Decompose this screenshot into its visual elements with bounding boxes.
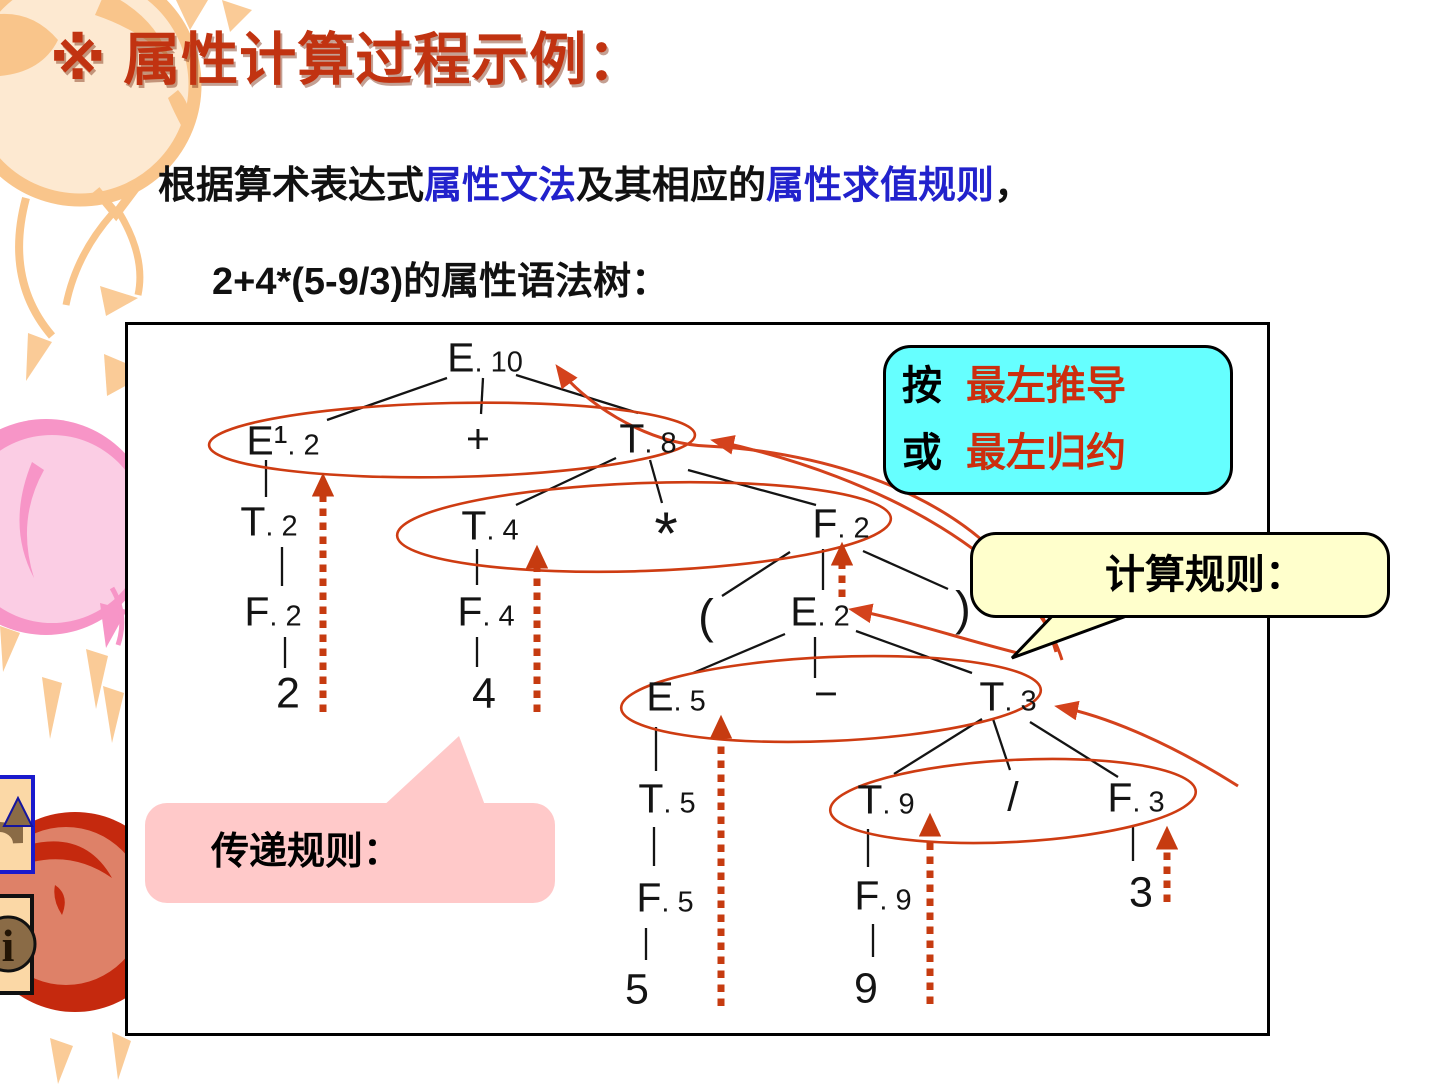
node-T-9: T. 9: [857, 776, 915, 823]
node-T-4: T. 4: [461, 502, 519, 549]
node-leaf-4: 4: [472, 669, 496, 718]
node-F-9: F. 9: [854, 872, 912, 919]
node-F-3: F. 3: [1107, 774, 1165, 821]
derivation-line1: 按最左推导: [902, 364, 1126, 408]
transfer-callout-tail: [381, 736, 486, 808]
sun-rays-decoration: [0, 286, 149, 1084]
compute-rule-callout: 计算规则：: [970, 532, 1390, 618]
node-E-5: E. 5: [646, 673, 706, 720]
reduction-ellipses: [207, 401, 1198, 845]
intro-seg4-highlight: 属性求值规则: [766, 165, 995, 207]
intro-seg5: ，: [994, 165, 1033, 207]
balloon-pink-decoration: [0, 419, 154, 648]
nav-return-button[interactable]: [0, 775, 35, 874]
node-rparen: ): [955, 581, 971, 635]
transfer-rule-arrows: [311, 472, 1179, 1006]
return-arrow-icon: [0, 795, 34, 844]
node-E1-2: E¹. 2: [246, 417, 320, 464]
node-slash: /: [1007, 773, 1019, 820]
node-F-2-upper: F. 2: [812, 500, 870, 547]
node-leaf-9: 9: [854, 964, 878, 1013]
intro-seg3: 及其相应的: [576, 165, 767, 207]
nav-info-button[interactable]: i: [0, 894, 37, 995]
node-leaf-3: 3: [1129, 868, 1153, 917]
intro-seg2-highlight: 属性文法: [424, 165, 577, 207]
derivation-callout: 按最左推导 或最左归约: [883, 345, 1233, 495]
tree-edges: [264, 373, 1135, 960]
transfer-rule-callout: 传递规则：: [145, 803, 555, 903]
node-F-5: F. 5: [636, 874, 694, 921]
node-lparen: (: [698, 589, 714, 643]
intro-seg1: 根据算术表达式: [158, 165, 425, 207]
node-F-4: F. 4: [457, 588, 515, 635]
node-E-2: E. 2: [790, 588, 850, 635]
derivation-line2: 或最左归约: [902, 431, 1126, 475]
node-F-2-left: F. 2: [244, 588, 302, 635]
node-T-5: T. 5: [638, 775, 696, 822]
node-leaf-5: 5: [625, 965, 649, 1014]
expression-subtitle: 2+4*(5-9/3)的属性语法树：: [212, 261, 670, 303]
node-T-3: T. 3: [979, 673, 1037, 720]
node-minus: −: [814, 670, 838, 717]
node-T-8: T. 8: [619, 415, 677, 462]
node-star: *: [654, 500, 678, 568]
page-title: ※ 属性计算过程示例：: [50, 28, 646, 92]
intro-line: 根据算术表达式属性文法及其相应的属性求值规则，: [158, 154, 1032, 209]
node-leaf-2: 2: [276, 669, 300, 718]
node-E-10: E. 10: [447, 334, 523, 381]
balloon-orange-decoration: [0, 0, 252, 339]
info-icon-glyph: i: [2, 920, 15, 971]
info-icon: [0, 915, 37, 973]
node-plus: +: [466, 415, 490, 462]
node-T-2: T. 2: [240, 498, 298, 545]
